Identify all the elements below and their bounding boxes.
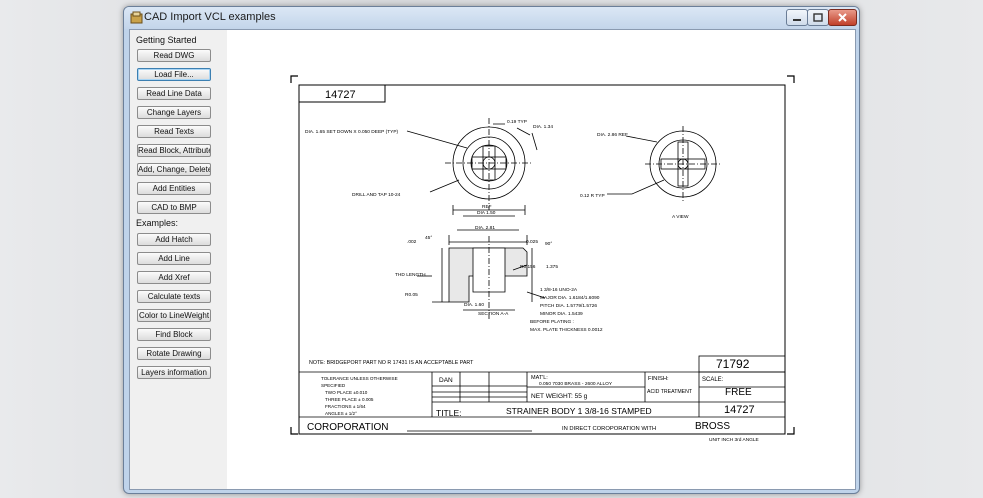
tolerance-line-5: FRACTIONS ± 1/64 — [325, 404, 366, 409]
read-block-attributes-button[interactable]: Read Block, Attributes — [137, 144, 211, 157]
a-view — [607, 126, 721, 202]
scale-value: FREE — [725, 387, 752, 398]
material-value: 0.050 7030 BRASS - 2600 ALLOY — [539, 381, 613, 387]
read-texts-button[interactable]: Read Texts — [137, 125, 211, 138]
load-file-button[interactable]: Load File... — [137, 68, 211, 81]
calculate-texts-button[interactable]: Calculate texts — [137, 290, 211, 303]
crop-marks — [290, 75, 795, 435]
partner-name: BROSS — [695, 421, 730, 432]
thread-line-4: MINOR DIA. 1.5439 — [540, 311, 583, 317]
add-line-button[interactable]: Add Line — [137, 252, 211, 265]
note-r005: R0.05 — [405, 292, 418, 298]
corner-number: 14727 — [325, 89, 356, 101]
corner-number-box — [298, 84, 386, 103]
tolerance-line-1: TOLERANCE UNLESS OTHERWISE — [321, 376, 398, 381]
thread-line-1: 1 3/8-16 UNO-2A — [540, 287, 578, 293]
tolerance-line-2: SPECIFIED — [321, 383, 346, 388]
color-to-lineweight-button[interactable]: Color to LineWeight — [137, 309, 211, 322]
note-dia-160: DIA. 1.60 — [464, 302, 484, 308]
finish-value: ACID TREATMENT — [647, 389, 693, 395]
note-0025: 0.025 — [526, 239, 538, 245]
section-examples: Examples: — [136, 218, 179, 228]
add-xref-button[interactable]: Add Xref — [137, 271, 211, 284]
sidebar: Getting Started Read DWG Load File... Re… — [130, 30, 227, 489]
note-90deg: 90° — [545, 241, 552, 247]
in-direct-label: IN DIRECT COROPORATION WITH — [562, 426, 656, 432]
note-dia-165: DIA. 1.65 SET DOWN X 0.050 DEEP (TYP) — [305, 129, 399, 135]
unit-label: UNIT INCH 3rd ANGLE — [709, 437, 759, 443]
drawn-by: DAN — [439, 377, 453, 384]
note-dia-286: DIA. 2.86 REF — [597, 132, 628, 138]
net-weight: NET WEIGHT: 55 g — [531, 393, 588, 400]
app-icon — [130, 11, 143, 24]
note-002: .002 — [407, 239, 417, 245]
close-icon — [838, 13, 847, 22]
client-area: Getting Started Read DWG Load File... Re… — [129, 29, 856, 490]
note-45deg: 45° — [425, 235, 432, 241]
close-button[interactable] — [828, 9, 857, 26]
tolerance-line-3: TWO PLACE ±0.010 — [325, 390, 368, 395]
title-block-grid — [299, 355, 786, 432]
note-thd-length: THD LENGTH — [395, 272, 426, 278]
cad-to-bmp-button[interactable]: CAD to BMP — [137, 201, 211, 214]
thread-line-2: MAJOR DIA. 1.6184/1.6090 — [540, 295, 600, 301]
note-r0156: R0.156 — [520, 264, 536, 270]
maximize-button[interactable] — [807, 9, 829, 26]
thread-line-3: PITCH DIA. 1.5779/1.5726 — [540, 303, 597, 309]
add-hatch-button[interactable]: Add Hatch — [137, 233, 211, 246]
rotate-drawing-button[interactable]: Rotate Drawing — [137, 347, 211, 360]
note-ref: REF — [482, 204, 492, 210]
change-layers-button[interactable]: Change Layers — [137, 106, 211, 119]
tolerance-line-4: THREE PLACE ± 0.005 — [325, 397, 374, 402]
title-label: TITLE: — [436, 408, 462, 418]
read-line-data-button[interactable]: Read Line Data — [137, 87, 211, 100]
thread-line-5: BEFORE PLATING : — [530, 319, 574, 325]
note-section: SECTION A-A — [478, 311, 509, 317]
part-number: 71792 — [716, 357, 750, 371]
minimize-icon — [793, 19, 801, 21]
top-view — [406, 118, 538, 217]
note-dia-134: DIA. 1.34 — [533, 124, 553, 130]
cad-drawing: 14727 — [290, 75, 795, 443]
thread-line-6: MAX. PLATE THICKNESS 0.0012 — [530, 327, 603, 333]
finish-label: FINISH: — [648, 376, 669, 382]
layers-information-button[interactable]: Layers information — [137, 366, 211, 379]
add-entities-button[interactable]: Add Entities — [137, 182, 211, 195]
maximize-icon — [813, 13, 823, 22]
note-1375: 1.375 — [546, 264, 558, 270]
note-dia-281: DIA. 2.81 — [475, 225, 495, 231]
note-a-view: A VIEW — [672, 214, 689, 220]
note-bridgeport: NOTE: BRIDGEPORT PART NO R 17431 IS AN A… — [309, 360, 474, 366]
drawing-border — [298, 84, 786, 435]
scale-label: SCALE: — [702, 377, 724, 383]
note-typ-019: 0.19 TYP — [507, 119, 527, 125]
note-dia-150: DIA 1.50 — [477, 210, 496, 216]
read-dwg-button[interactable]: Read DWG — [137, 49, 211, 62]
section-view — [417, 229, 546, 320]
tolerance-line-6: ANGLES ± 1/2° — [325, 411, 357, 416]
section-getting-started: Getting Started — [136, 35, 197, 45]
find-block-button[interactable]: Find Block — [137, 328, 211, 341]
drawing-canvas[interactable]: 14727 — [227, 30, 855, 489]
note-r-typ: 0.12 R TYP — [580, 193, 605, 199]
company-name: COROPORATION — [307, 422, 388, 433]
window-title: CAD Import VCL examples — [144, 11, 276, 23]
app-window: CAD Import VCL examples Getting Started … — [123, 6, 860, 494]
title-bar[interactable]: CAD Import VCL examples — [124, 7, 859, 29]
title-value: STRAINER BODY 1 3/8-16 STAMPED — [506, 406, 652, 416]
material-label: MAT'L: — [531, 375, 548, 381]
drawing-number: 14727 — [724, 404, 755, 416]
add-change-delete-button[interactable]: Add, Change, Delete — [137, 163, 211, 176]
minimize-button[interactable] — [786, 9, 808, 26]
note-drill-tap: DRILL AND TAP 10-24 — [352, 192, 401, 198]
